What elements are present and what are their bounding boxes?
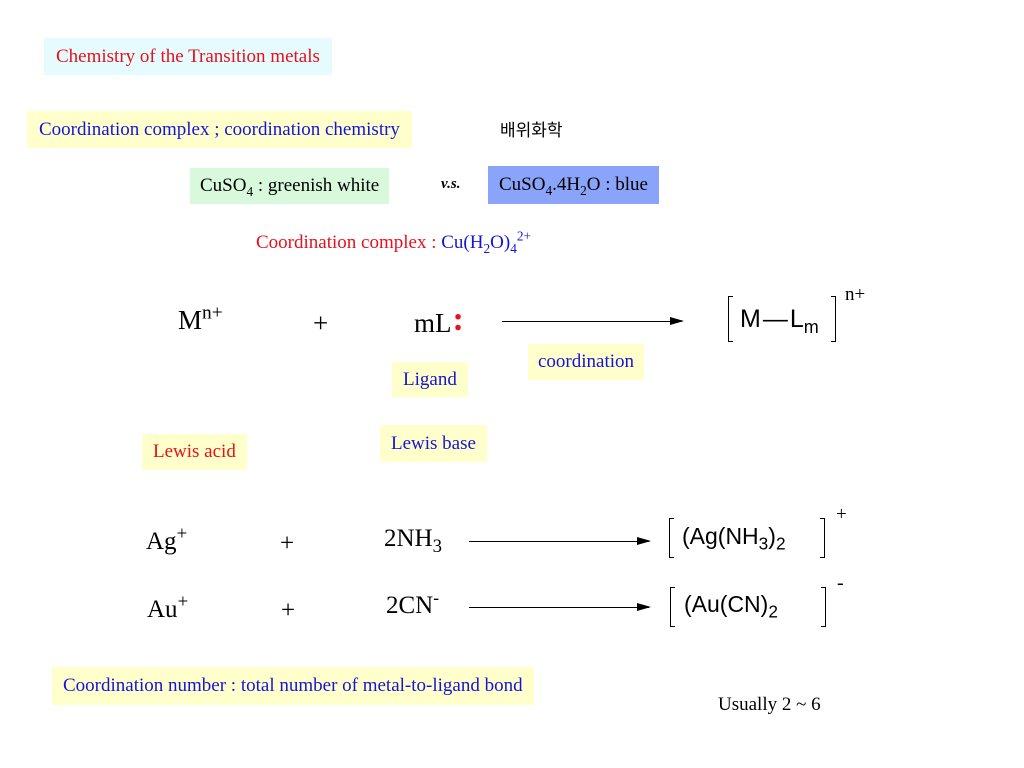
general-plus: + — [313, 308, 329, 338]
cuso4-anhydrous-box: CuSO4 : greenish white — [190, 168, 390, 204]
cuso4-hydrate-box: CuSO4.4H2O : blue — [488, 166, 659, 204]
complex-example: Coordination complex : Cu(H2O)42+ — [256, 228, 531, 256]
coordination-number-definition: Coordination number : total number of me… — [52, 667, 534, 705]
coordination-complex-label: Coordination complex ; coordination chem… — [27, 111, 412, 148]
cuso4-description: : greenish white — [253, 175, 380, 196]
au-bracket-left — [670, 587, 675, 627]
coordination-tag: coordination — [528, 344, 645, 380]
hydrate-part: O : blue — [586, 174, 648, 195]
ag-bracket-right — [820, 518, 825, 558]
ag-product-charge: + — [836, 504, 847, 525]
general-product-charge: n+ — [845, 284, 866, 305]
ag-reaction-arrow — [469, 536, 651, 545]
hydrate-sub: 4 — [545, 182, 553, 198]
au-product: (Au(CN)2 — [684, 591, 778, 622]
ag-plus: + — [280, 530, 295, 557]
ag-product: (Ag(NH3)2 — [682, 523, 786, 554]
general-metal: Mn+ — [178, 302, 223, 335]
au-bracket-right — [821, 587, 826, 627]
product-bracket-left — [728, 296, 733, 342]
au-plus: + — [281, 597, 296, 624]
lewis-acid-tag: Lewis acid — [142, 434, 247, 470]
korean-term: 배위화학 — [500, 121, 563, 140]
cuso4-formula: CuSO — [200, 175, 247, 196]
ag-bracket-left — [669, 518, 674, 558]
general-product: M—Lm — [740, 305, 819, 337]
cyanide-ligand: 2CN- — [386, 587, 440, 619]
lone-pair: : — [452, 301, 464, 338]
cuso4-subscript: 4 — [246, 183, 254, 199]
complex-example-formula: Cu(H2O)42+ — [441, 228, 531, 256]
usual-range-note: Usually 2 ~ 6 — [718, 694, 821, 715]
ag-ion: Ag+ — [146, 523, 188, 555]
general-ligand: mL: — [414, 301, 464, 338]
hydrate-sub: 2 — [580, 182, 587, 198]
hydrate-part: CuSO — [499, 174, 546, 195]
metal-ligand-bond: — — [762, 305, 788, 333]
au-product-charge: - — [837, 572, 844, 594]
versus-label: v.s. — [441, 176, 461, 192]
ammonia-ligand: 2NH3 — [384, 525, 442, 557]
slide-title: Chemistry of the Transition metals — [44, 38, 332, 75]
complex-example-label: Coordination complex : — [256, 232, 442, 253]
general-metal-charge: n+ — [202, 302, 223, 324]
general-reaction-arrow — [502, 316, 684, 325]
hydrate-part: .4H — [552, 174, 581, 195]
au-ion: Au+ — [147, 591, 189, 623]
lewis-base-tag: Lewis base — [380, 425, 487, 462]
product-bracket-right — [831, 296, 836, 342]
au-reaction-arrow — [469, 602, 651, 611]
ligand-tag: Ligand — [392, 362, 468, 397]
